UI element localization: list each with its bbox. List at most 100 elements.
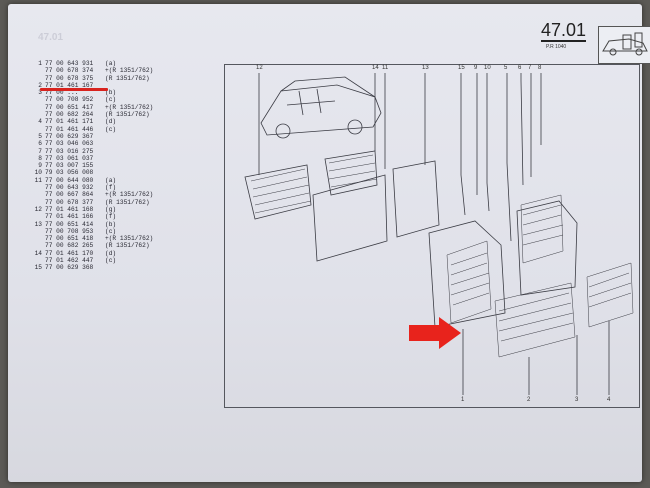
part-pos: 8 <box>38 154 42 162</box>
part-number: 77 00 643 932 <box>45 184 94 192</box>
part-pos: 3 <box>38 89 42 97</box>
part-note: (R 1351/762) <box>105 74 150 82</box>
callout-label: 5 <box>504 65 508 71</box>
callout-label: 15 <box>458 65 465 71</box>
part-pos <box>34 242 42 249</box>
part-number: 77 03 007 155 <box>45 162 94 170</box>
part-row: 77 00 682 264(R 1351/762) <box>34 111 153 118</box>
part-note: (g) <box>105 205 117 213</box>
part-number: 77 00 682 265 <box>45 242 94 250</box>
part-row: 77 00 651 418+(R 1351/762) <box>34 235 153 242</box>
callout-label: 6 <box>518 65 522 71</box>
part-pos: 2 <box>38 81 42 89</box>
part-pos: 11 <box>34 176 42 184</box>
car-illustration-icon <box>260 76 382 139</box>
red-arrow-icon <box>409 317 461 349</box>
part-number: 77 00 651 414 <box>45 220 94 228</box>
part-pos <box>34 111 42 118</box>
part-note: (c) <box>105 257 117 265</box>
highlight-underline <box>40 88 108 91</box>
part-number: 77 00 644 080 <box>45 176 94 184</box>
part-number: 77 00 629 368 <box>45 264 94 272</box>
callout-label: 1 <box>461 397 465 403</box>
part-row: 77 00 678 375(R 1351/762) <box>34 75 153 82</box>
part-row: 77 00 643 932 (f) <box>34 184 153 191</box>
callout-label: 13 <box>422 65 429 71</box>
part-row: 77 00 651 417+(R 1351/762) <box>34 104 153 111</box>
callout-label: 14 <box>372 65 379 71</box>
part-pos: 1 <box>38 60 42 67</box>
part-number: 77 01 461 446 <box>45 125 94 133</box>
part-number: 77 00 651 417 <box>45 103 94 111</box>
exploded-door-drawing <box>244 73 634 395</box>
part-number: 79 03 056 008 <box>45 169 94 177</box>
part-number: 77 01 462 447 <box>45 257 94 265</box>
part-pos <box>34 213 42 220</box>
catalog-page: 47.01 47.01 P.R 1040 <box>8 4 650 482</box>
part-pos: 14 <box>34 249 42 257</box>
part-pos: 15 <box>34 264 42 272</box>
section-thumbnail <box>598 26 650 64</box>
part-note: (c) <box>105 125 117 133</box>
part-row: 77 00 708 953(c) <box>34 228 153 235</box>
part-number: 77 01 461 170 <box>45 249 94 257</box>
part-pos: 6 <box>38 140 42 148</box>
callout-label: 9 <box>474 65 478 71</box>
part-number: 77 01 461 171 <box>45 118 94 126</box>
part-number: 77 01 461 167 <box>45 81 94 89</box>
part-number: 77 00 643 931 <box>45 60 94 67</box>
part-number: 77 03 016 275 <box>45 147 94 155</box>
part-pos <box>34 228 42 235</box>
part-note: (f) <box>105 213 117 221</box>
part-row: 77 00 678 377 (R 1351/762) <box>34 199 153 206</box>
part-note: (R 1351/762) <box>105 198 150 206</box>
callout-label: 3 <box>575 397 579 403</box>
part-number: 77 00 667 864 <box>45 191 94 199</box>
part-note: +(R 1351/762) <box>105 235 154 243</box>
part-row: 77 00 682 265(R 1351/762) <box>34 242 153 249</box>
part-row: 77 00 678 374 +(R 1351/762) <box>34 67 153 74</box>
part-number: 77 03 046 063 <box>45 140 94 148</box>
part-pos <box>34 67 42 74</box>
part-pos <box>34 75 42 82</box>
section-number: 47.01 <box>541 20 587 42</box>
part-note: (b) <box>105 220 117 228</box>
callout-label: 11 <box>382 65 389 71</box>
part-number: 77 01 461 166 <box>45 213 94 221</box>
part-number: 77 00 708 953 <box>45 227 94 235</box>
callout-label: 2 <box>527 397 531 403</box>
part-row: 77 00 708 952(c) <box>34 96 153 103</box>
part-pos <box>34 96 42 103</box>
page-bleed-through: 47.01 <box>38 32 64 43</box>
part-pos <box>34 184 42 191</box>
part-note: (d) <box>105 118 117 126</box>
part-pos: 10 <box>34 169 42 177</box>
part-row: 77 01 462 447 (c) <box>34 257 153 264</box>
part-note: (a) <box>105 60 117 67</box>
part-number: 77 00 678 377 <box>45 198 94 206</box>
part-number: 77 00 682 264 <box>45 111 94 119</box>
part-note: +(R 1351/762) <box>105 67 154 75</box>
part-pos <box>34 257 42 264</box>
part-pos <box>34 104 42 111</box>
part-note: (f) <box>105 184 117 192</box>
callout-label: 8 <box>538 65 542 71</box>
part-note: (d) <box>105 249 117 257</box>
part-pos: 5 <box>38 132 42 140</box>
part-pos: 12 <box>34 205 42 213</box>
part-number: 77 00 678 374 <box>45 67 94 75</box>
part-pos <box>34 191 42 198</box>
